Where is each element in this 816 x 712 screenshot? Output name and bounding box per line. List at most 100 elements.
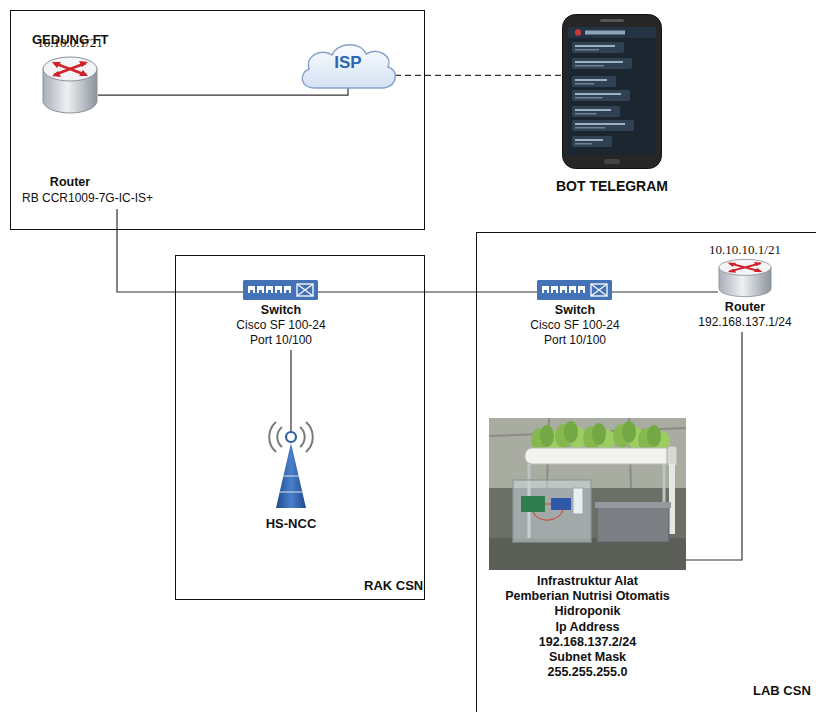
switch-port — [551, 286, 558, 293]
floor — [489, 538, 686, 570]
switch-port-notch — [277, 290, 280, 293]
chat-bubble — [572, 58, 632, 69]
chat-line — [575, 113, 597, 115]
sub-text: Cisco SF 100-24 — [225, 318, 337, 333]
chat-bubble — [572, 42, 624, 53]
switch-body — [537, 280, 612, 300]
relay-board — [551, 498, 571, 510]
lbl-text: Switch — [519, 303, 631, 318]
switch-port — [257, 286, 264, 293]
switch-port-notch — [286, 290, 289, 293]
tower-body — [276, 443, 306, 508]
chat-avatar — [575, 29, 581, 35]
pump-bottle — [573, 488, 583, 514]
hs-text: HS-NCC — [251, 516, 331, 532]
chat-line — [575, 93, 621, 95]
plant-leaf — [647, 425, 661, 447]
switch-node: SwitchCisco SF 100-24Port 10/100 — [519, 278, 631, 350]
chat-line — [575, 79, 607, 81]
network-link — [612, 291, 718, 292]
switch-node: SwitchCisco SF 100-24Port 10/100 — [225, 278, 337, 350]
tower-struts — [280, 476, 302, 492]
chat-bubble — [572, 106, 620, 117]
sub-text: RB CCR1009-7G-IC-IS+ — [22, 191, 153, 206]
hyd-text: 192.168.137.2/24 — [485, 635, 690, 650]
switch-uplink-x — [297, 284, 313, 296]
hyd-text: Ip Address — [485, 620, 690, 635]
chat-bubble — [572, 90, 630, 101]
switch-icon — [243, 280, 318, 300]
home-button — [604, 159, 620, 164]
switch-body — [243, 280, 318, 300]
nutrient-tank — [597, 506, 669, 542]
lbl-text: Router — [680, 300, 810, 315]
router-node: 10.10.10.1/21Router192.168.137.1/24 — [680, 240, 810, 332]
phone-screen — [568, 27, 656, 155]
router-arrowheads — [728, 262, 763, 273]
isp-text: ISP — [296, 53, 400, 73]
chat-line — [575, 143, 592, 145]
photo-icon — [489, 418, 686, 570]
vertical-pipe — [669, 464, 675, 534]
switch-uplink-x — [591, 284, 607, 296]
router-icon — [42, 55, 98, 115]
plant-leaf — [592, 423, 606, 445]
hydroponic-device-node: Infrastruktur Alat Pemberian Nutrisi Oto… — [485, 416, 690, 688]
chat-bubble — [572, 76, 616, 87]
switch-port — [560, 286, 567, 293]
controller-board — [521, 496, 545, 512]
plant-leaf — [564, 421, 578, 443]
router-top — [43, 57, 97, 81]
chat-line — [575, 123, 625, 125]
switch-port — [284, 286, 291, 293]
switch-port — [578, 286, 585, 293]
greenhouse-wall — [489, 418, 686, 488]
switch-port-notch — [250, 290, 253, 293]
switch-port-notch — [259, 290, 262, 293]
tower-icon — [261, 418, 321, 508]
chat-line — [575, 45, 615, 47]
router-icon — [718, 258, 772, 298]
photo-ground — [489, 418, 686, 570]
lbl-text: Router — [18, 175, 122, 190]
building-region: 10.10.0.1/21RouterRB CCR1009-7G-IC-IS+ IS… — [10, 10, 425, 230]
speaker — [600, 19, 624, 22]
acrylic-box — [513, 480, 591, 542]
chat-header — [568, 27, 656, 38]
network-link — [290, 350, 291, 432]
chat-line — [575, 83, 594, 85]
greenhouse-frame — [489, 418, 686, 488]
wireless-link — [395, 75, 562, 76]
plant-leaf — [540, 425, 554, 447]
sub-text: Port 10/100 — [519, 333, 631, 348]
switch-port-notch — [571, 290, 574, 293]
wires-in-box — [533, 504, 563, 520]
router-top — [719, 259, 771, 275]
sub-text: 192.168.137.1/24 — [680, 315, 810, 330]
chat-line — [575, 139, 603, 141]
switch-port-notch — [580, 290, 583, 293]
chat-line — [575, 49, 599, 51]
switch-icon — [537, 280, 612, 300]
network-link — [117, 209, 243, 292]
router-arrowheads — [52, 61, 88, 77]
sub-text: Cisco SF 100-24 — [519, 318, 631, 333]
chat-line — [575, 97, 603, 99]
chat-line — [575, 109, 611, 111]
chat-title — [585, 31, 625, 35]
switch-uplink — [591, 284, 607, 296]
switch-port — [542, 286, 549, 293]
head-text: RAK CSN — [364, 578, 423, 594]
pipe-cap — [667, 446, 677, 466]
rack-region: SwitchCisco SF 100-24Port 10/100HS-NCC RA… — [175, 255, 425, 600]
head-text: GEDUNG FT — [32, 32, 109, 48]
network-link — [318, 291, 537, 292]
hyd-text: Subnet Mask — [485, 650, 690, 665]
switch-port-notch — [553, 290, 556, 293]
hydroponic-pipe — [525, 448, 673, 464]
switch-port — [266, 286, 273, 293]
network-link — [686, 332, 742, 560]
router-node: 10.10.0.1/21RouterRB CCR1009-7G-IC-IS+ — [18, 33, 210, 209]
